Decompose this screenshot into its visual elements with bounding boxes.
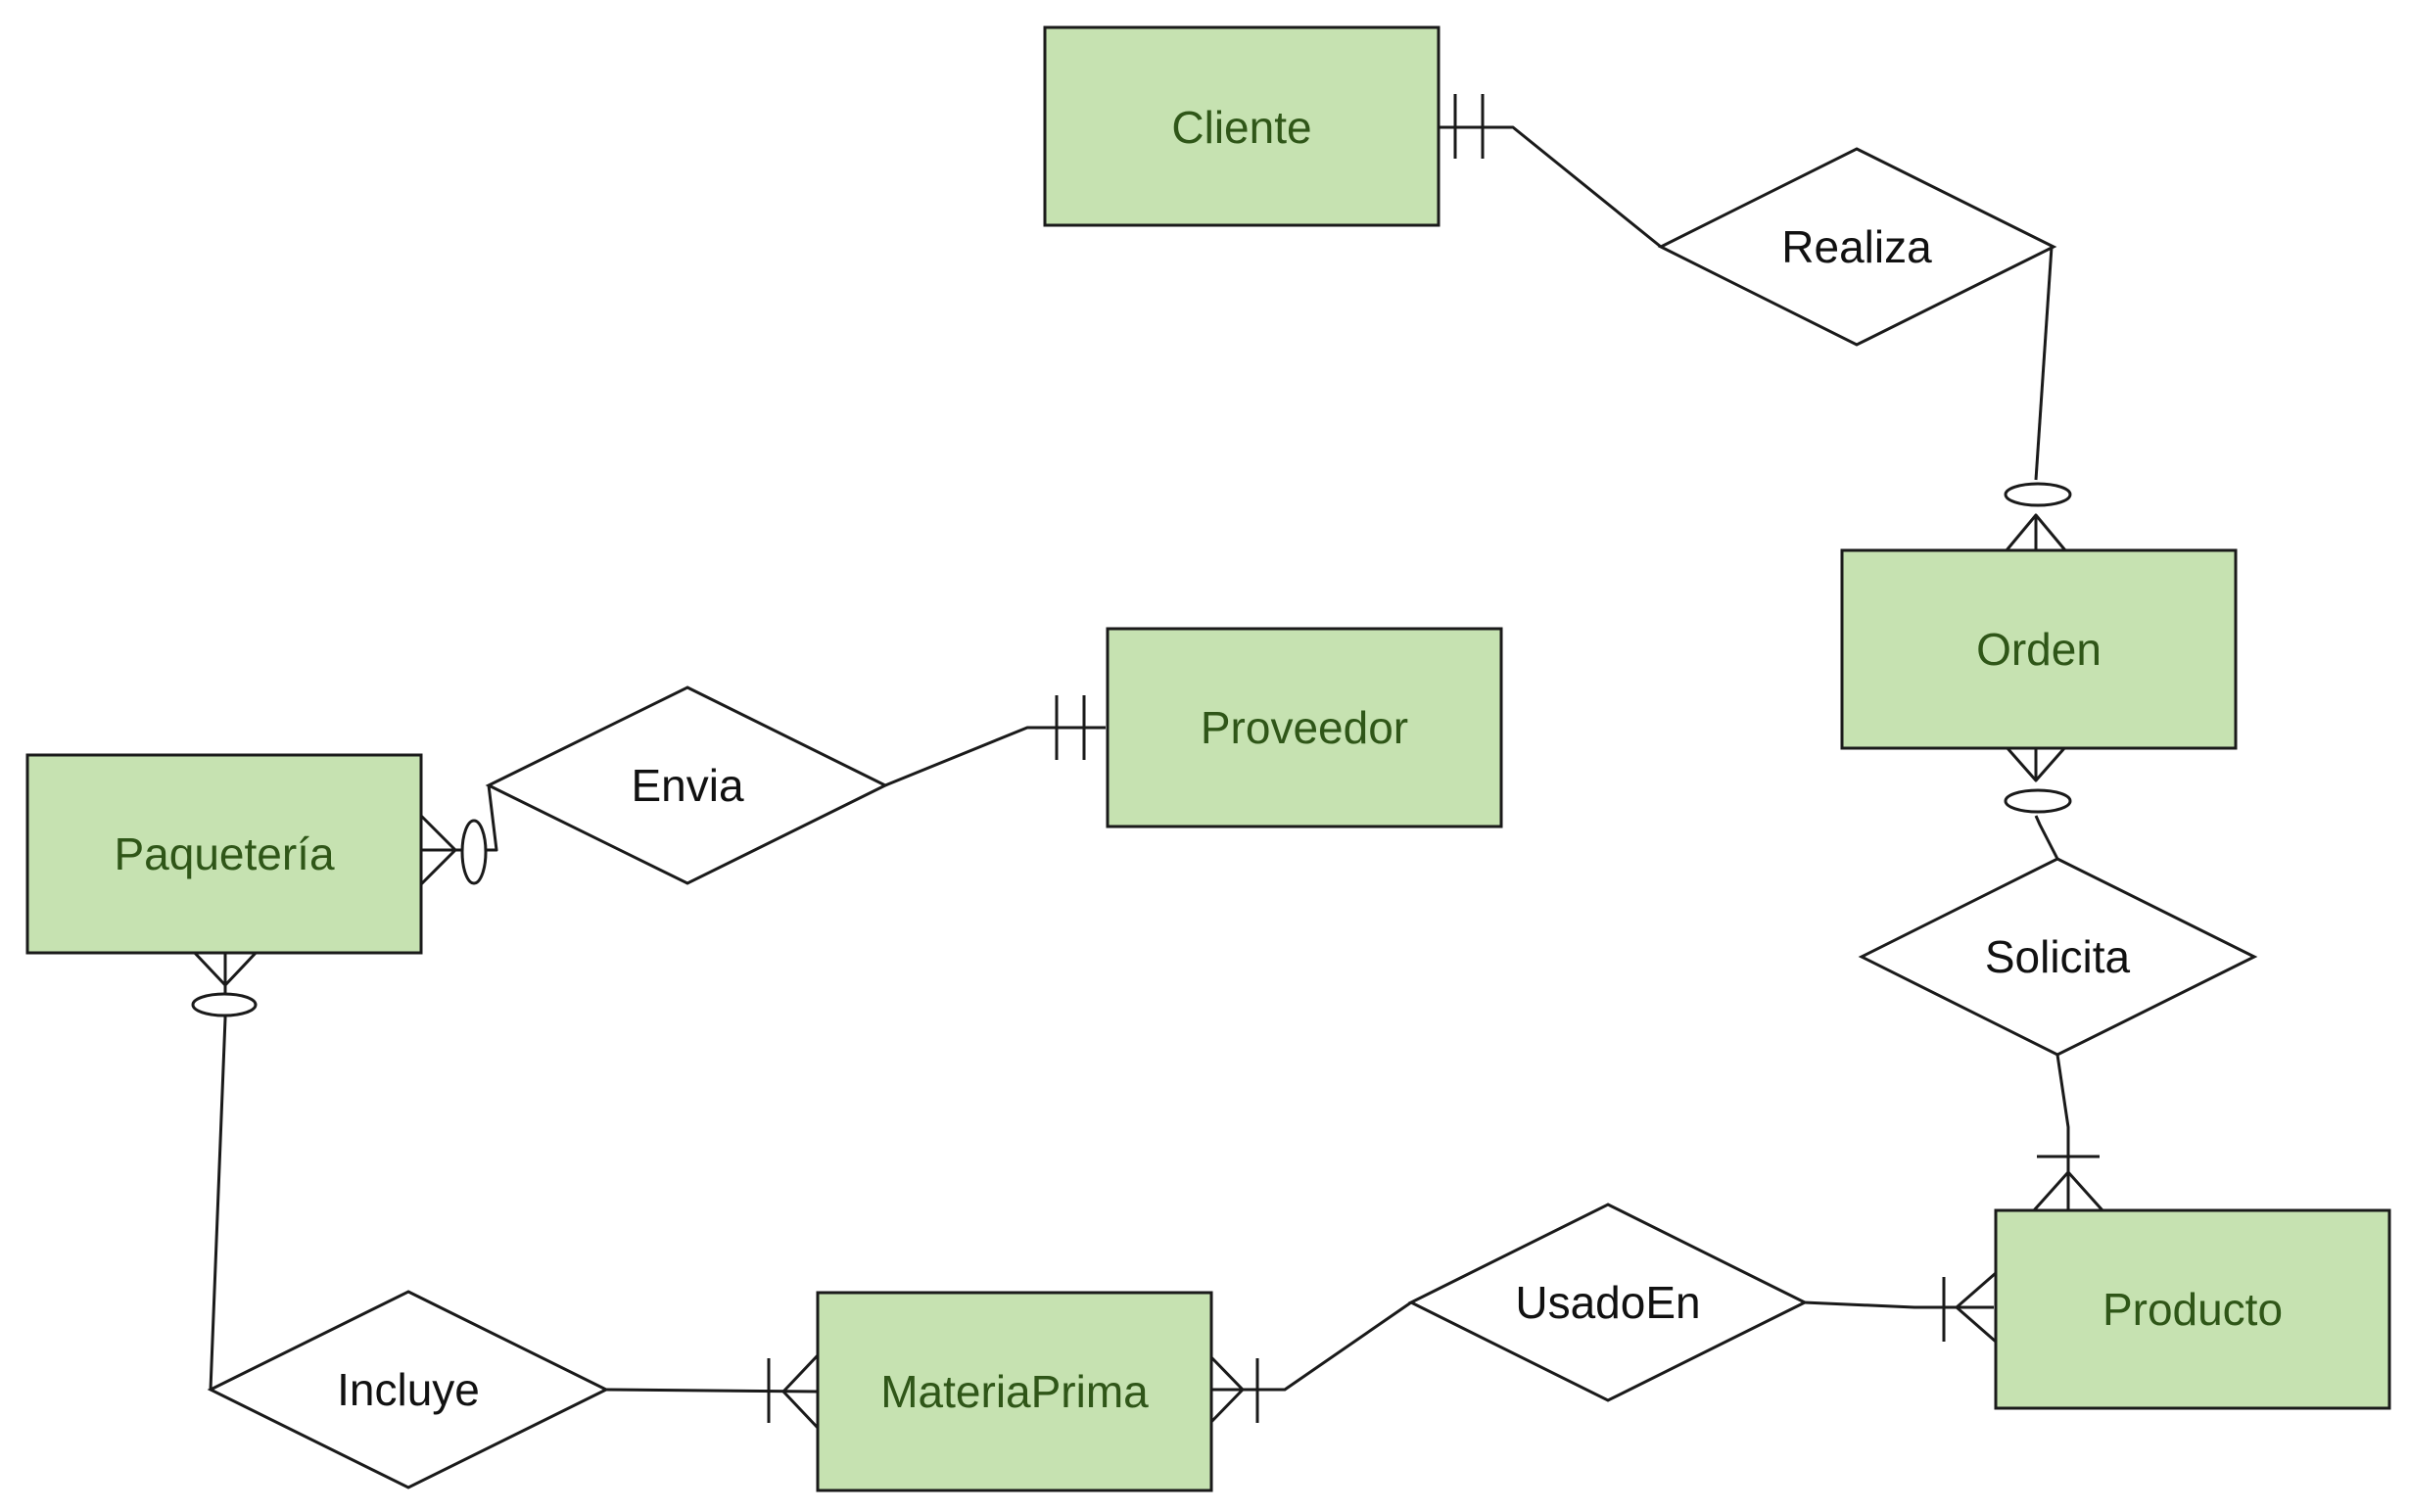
- cardinality-orden-top-many: [2004, 482, 2072, 551]
- entity-cliente[interactable]: Cliente: [1043, 25, 1441, 227]
- cardinality-producto-left-many: [1942, 1271, 1997, 1344]
- entity-paqueteria-label: Paquetería: [114, 828, 334, 879]
- entity-orden[interactable]: Orden: [1840, 548, 2238, 750]
- entity-paqueteria[interactable]: Paquetería: [25, 753, 423, 955]
- relationship-solicita[interactable]: Solicita: [1858, 857, 2258, 1057]
- connector-orden-solicita: [2034, 815, 2059, 860]
- relationship-incluye-label: Incluye: [337, 1364, 480, 1415]
- relationship-solicita-label: Solicita: [1985, 931, 2131, 982]
- entity-materiaprima-label: MateriaPrima: [880, 1366, 1149, 1417]
- connector-proveedor-envia: [884, 726, 1106, 787]
- cardinality-proveedor-one: [1055, 695, 1086, 760]
- connector-paqueteria-incluye: [209, 953, 227, 1391]
- entity-orden-label: Orden: [1976, 624, 2102, 675]
- relationship-envia[interactable]: Envia: [485, 685, 889, 885]
- connector-cliente-realiza: [1439, 125, 1662, 249]
- cardinality-materiaprima-right-many: [1207, 1353, 1259, 1426]
- connector-usadoen-materiaprima: [1210, 1300, 1412, 1392]
- relationship-usadoen[interactable]: UsadoEn: [1407, 1203, 1809, 1402]
- relationship-realiza-label: Realiza: [1781, 221, 1932, 272]
- entity-producto-label: Producto: [2102, 1284, 2283, 1335]
- entity-producto[interactable]: Producto: [1994, 1208, 2391, 1410]
- cardinality-producto-top-many: [2032, 1155, 2104, 1212]
- relationship-incluye[interactable]: Incluye: [207, 1290, 610, 1489]
- connector-realiza-orden: [2034, 246, 2054, 481]
- entity-materiaprima[interactable]: MateriaPrima: [816, 1291, 1213, 1492]
- cardinality-paqueteria-bottom-many: [190, 948, 260, 1017]
- entity-proveedor[interactable]: Proveedor: [1106, 627, 1503, 828]
- relationship-usadoen-label: UsadoEn: [1515, 1277, 1700, 1328]
- entity-proveedor-label: Proveedor: [1201, 702, 1408, 753]
- cardinality-paqueteria-right-many: [419, 814, 488, 886]
- entity-cliente-label: Cliente: [1171, 102, 1311, 153]
- connector-usadoen-producto: [1803, 1300, 1994, 1309]
- cardinality-materiaprima-left-many: [767, 1353, 820, 1430]
- cardinality-cliente-one: [1453, 94, 1485, 159]
- relationship-envia-label: Envia: [631, 760, 743, 811]
- cardinality-orden-bottom-many: [2004, 746, 2072, 814]
- relationship-realiza[interactable]: Realiza: [1657, 147, 2057, 347]
